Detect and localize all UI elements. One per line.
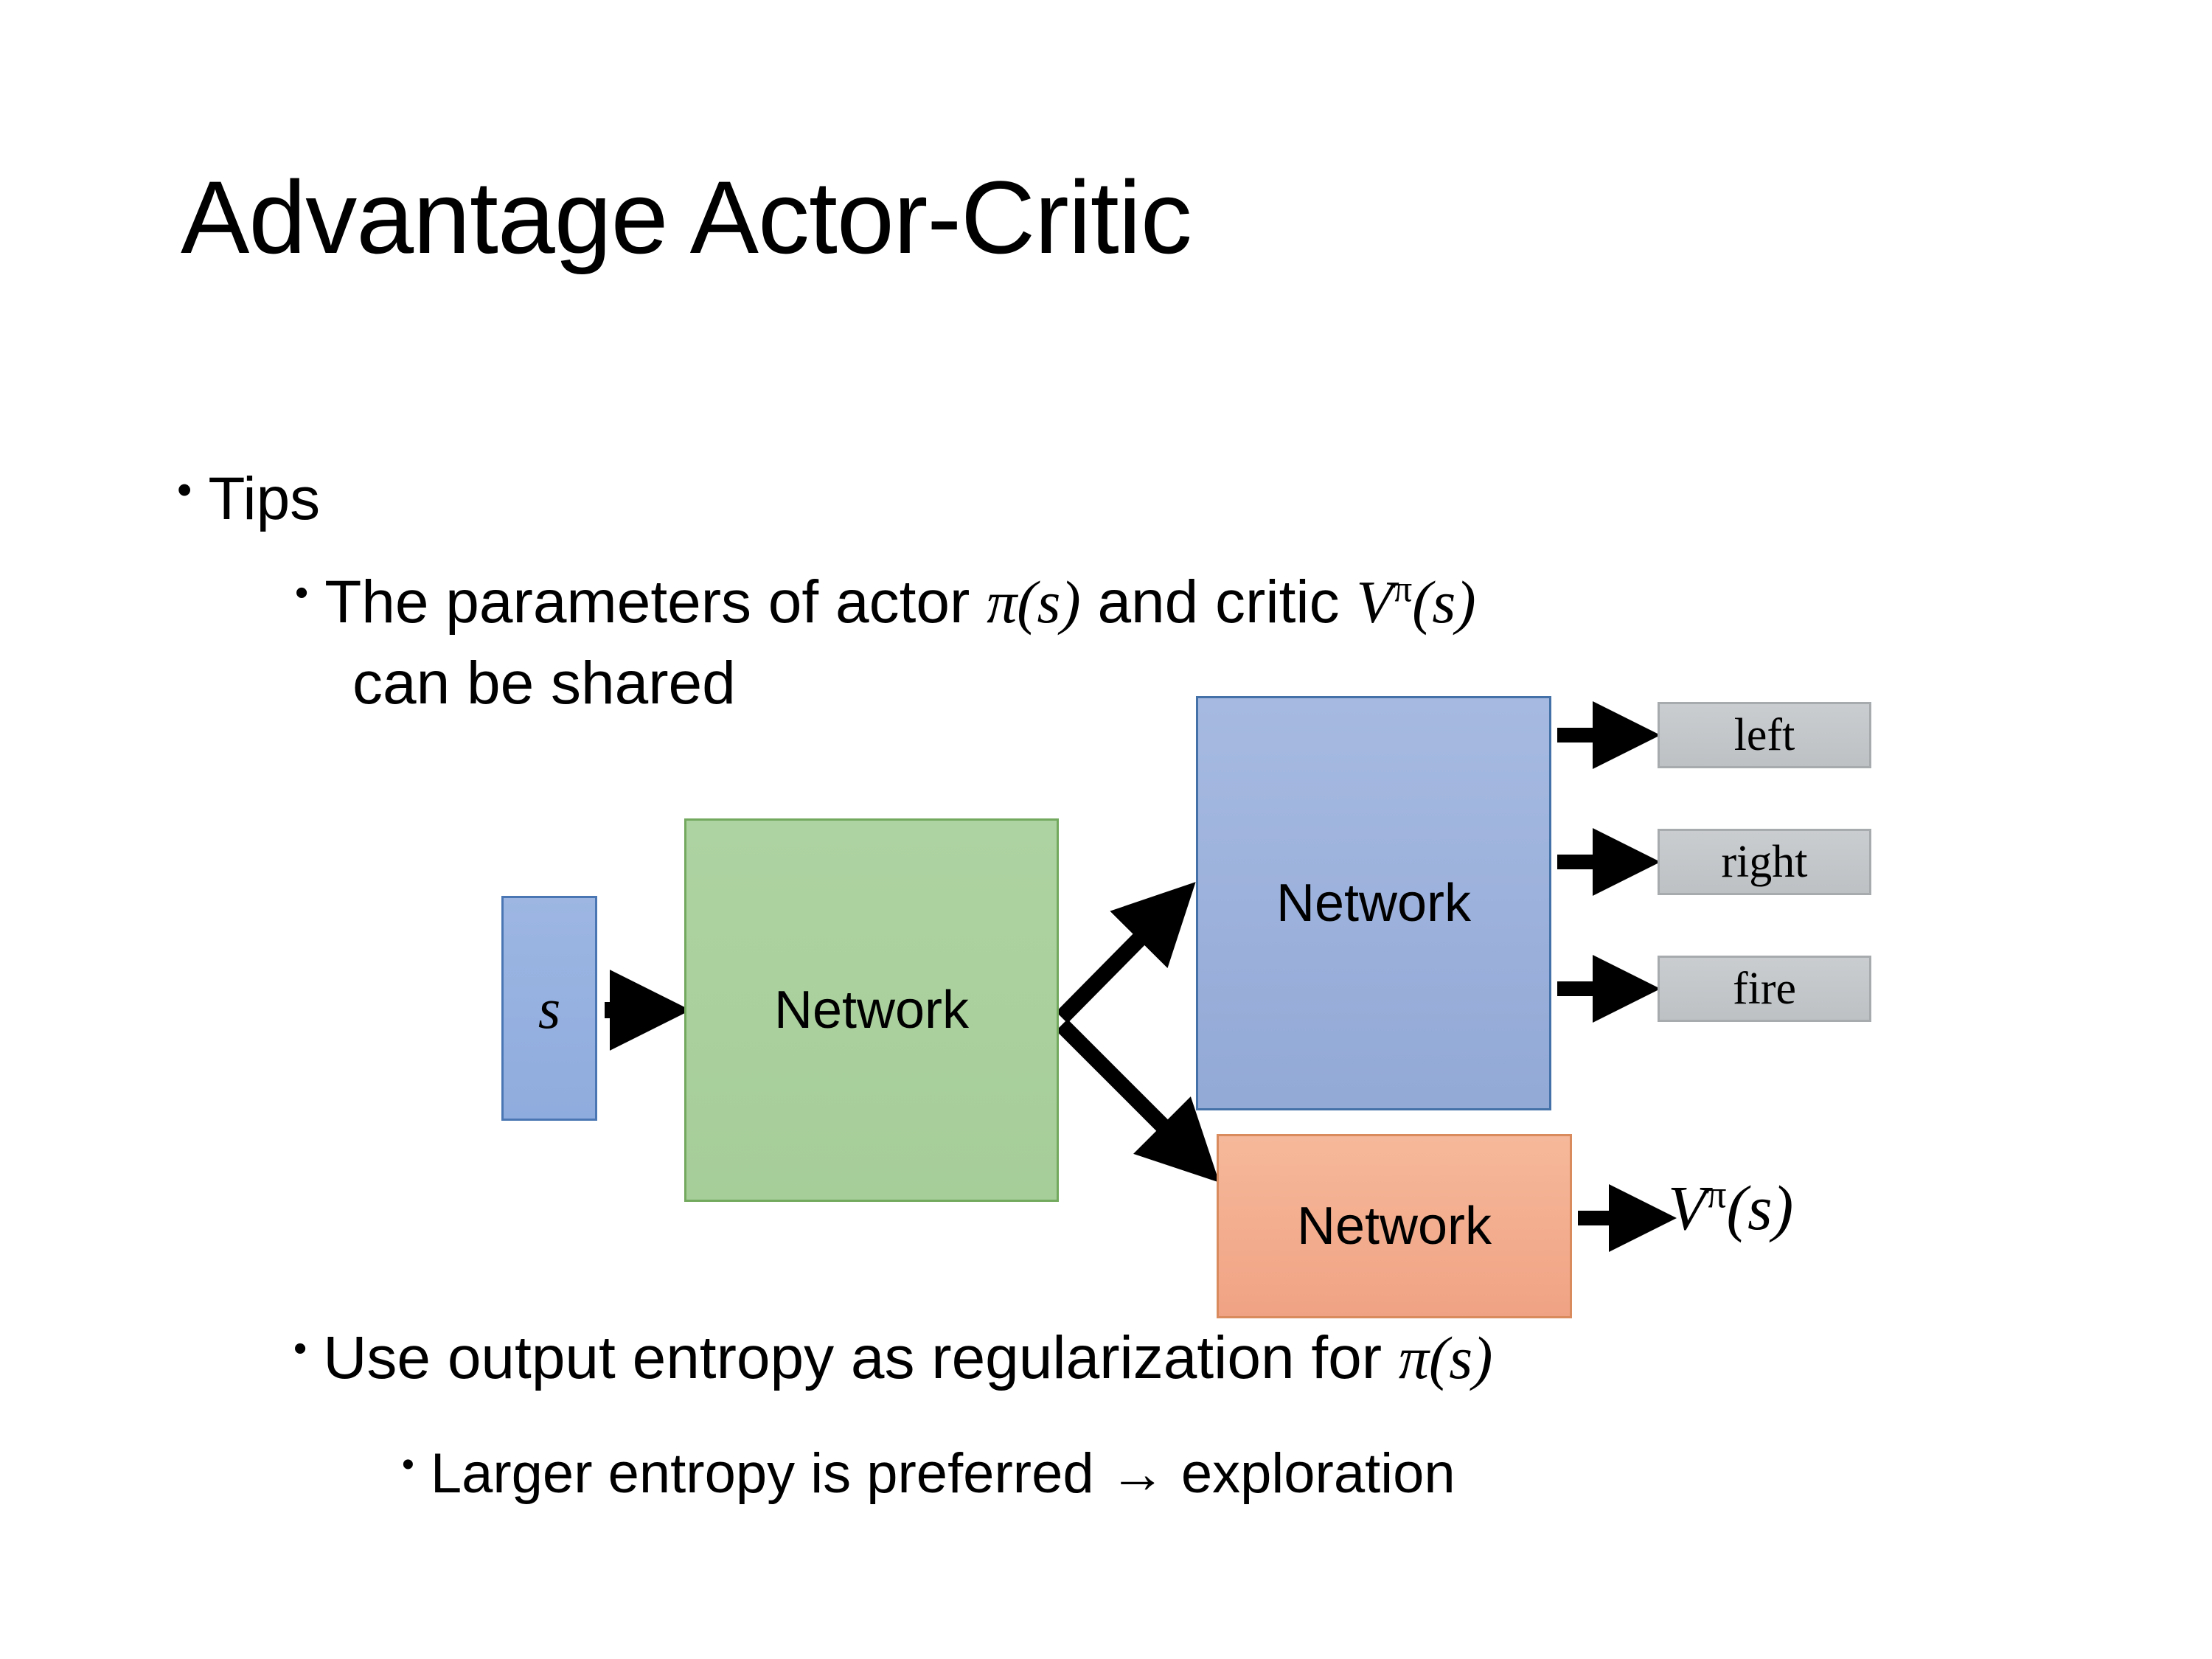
bullet-parameters-continuation: can be shared <box>352 649 736 718</box>
node-actor-network[interactable]: Network <box>1196 696 1551 1110</box>
node-actor-network-label: Network <box>1276 874 1472 933</box>
arrow-shared-to-critic <box>1056 1019 1220 1183</box>
arrow-shared-to-actor <box>1056 882 1196 1023</box>
node-critic-network[interactable]: Network <box>1217 1134 1572 1318</box>
node-critic-network-label: Network <box>1296 1197 1492 1256</box>
value-output-superscript: π <box>1706 1172 1727 1217</box>
params-text-middle: and critic <box>1080 568 1357 636</box>
critic-symbol-superscript: π <box>1393 568 1413 610</box>
bullet-parameters-continuation-label: can be shared <box>352 650 736 717</box>
action-output-fire[interactable]: fire <box>1658 956 1871 1022</box>
value-output-base: V <box>1668 1172 1707 1243</box>
entropy-text: Use output entropy as regularization for <box>323 1324 1399 1391</box>
bullet-parameters: • The parameters of actor π(s) and criti… <box>295 568 1476 637</box>
bullet-marker-icon: • <box>293 1327 307 1370</box>
policy-symbol: π(s) <box>1398 1324 1493 1391</box>
bullet-entropy-regularization: • Use output entropy as regularization f… <box>293 1324 1492 1393</box>
value-function-output: Vπ(s) <box>1668 1171 1793 1245</box>
bullet-marker-icon: • <box>295 571 309 614</box>
action-output-fire-label: fire <box>1732 963 1797 1014</box>
critic-symbol-arg: (s) <box>1412 568 1476 636</box>
action-output-left[interactable]: left <box>1658 702 1871 768</box>
action-output-right-label: right <box>1721 836 1808 887</box>
action-output-right[interactable]: right <box>1658 829 1871 895</box>
critic-symbol-base: V <box>1356 568 1394 636</box>
bullet-marker-icon: • <box>402 1445 414 1484</box>
page-title: Advantage Actor-Critic <box>181 159 1192 275</box>
node-shared-network-label: Network <box>773 981 970 1040</box>
bullet-entropy-label: Use output entropy as regularization for… <box>323 1324 1492 1393</box>
params-text-before: The parameters of actor <box>324 568 987 636</box>
bullet-tips: • Tips <box>177 465 320 534</box>
bullet-larger-entropy: • Larger entropy is preferred → explorat… <box>402 1441 1455 1506</box>
bullet-marker-icon: • <box>177 466 192 514</box>
value-output-arg: (s) <box>1726 1172 1794 1243</box>
actor-symbol: π(s) <box>987 568 1081 636</box>
node-shared-network[interactable]: Network <box>684 818 1059 1202</box>
bullet-tips-label: Tips <box>208 465 321 532</box>
action-output-left-label: left <box>1733 709 1795 760</box>
bullet-larger-entropy-label: Larger entropy is preferred → exploratio… <box>430 1442 1455 1505</box>
node-input-state[interactable]: s <box>501 896 597 1121</box>
bullet-parameters-label: The parameters of actor π(s) and critic … <box>324 568 1475 637</box>
node-input-state-label: s <box>538 975 561 1040</box>
